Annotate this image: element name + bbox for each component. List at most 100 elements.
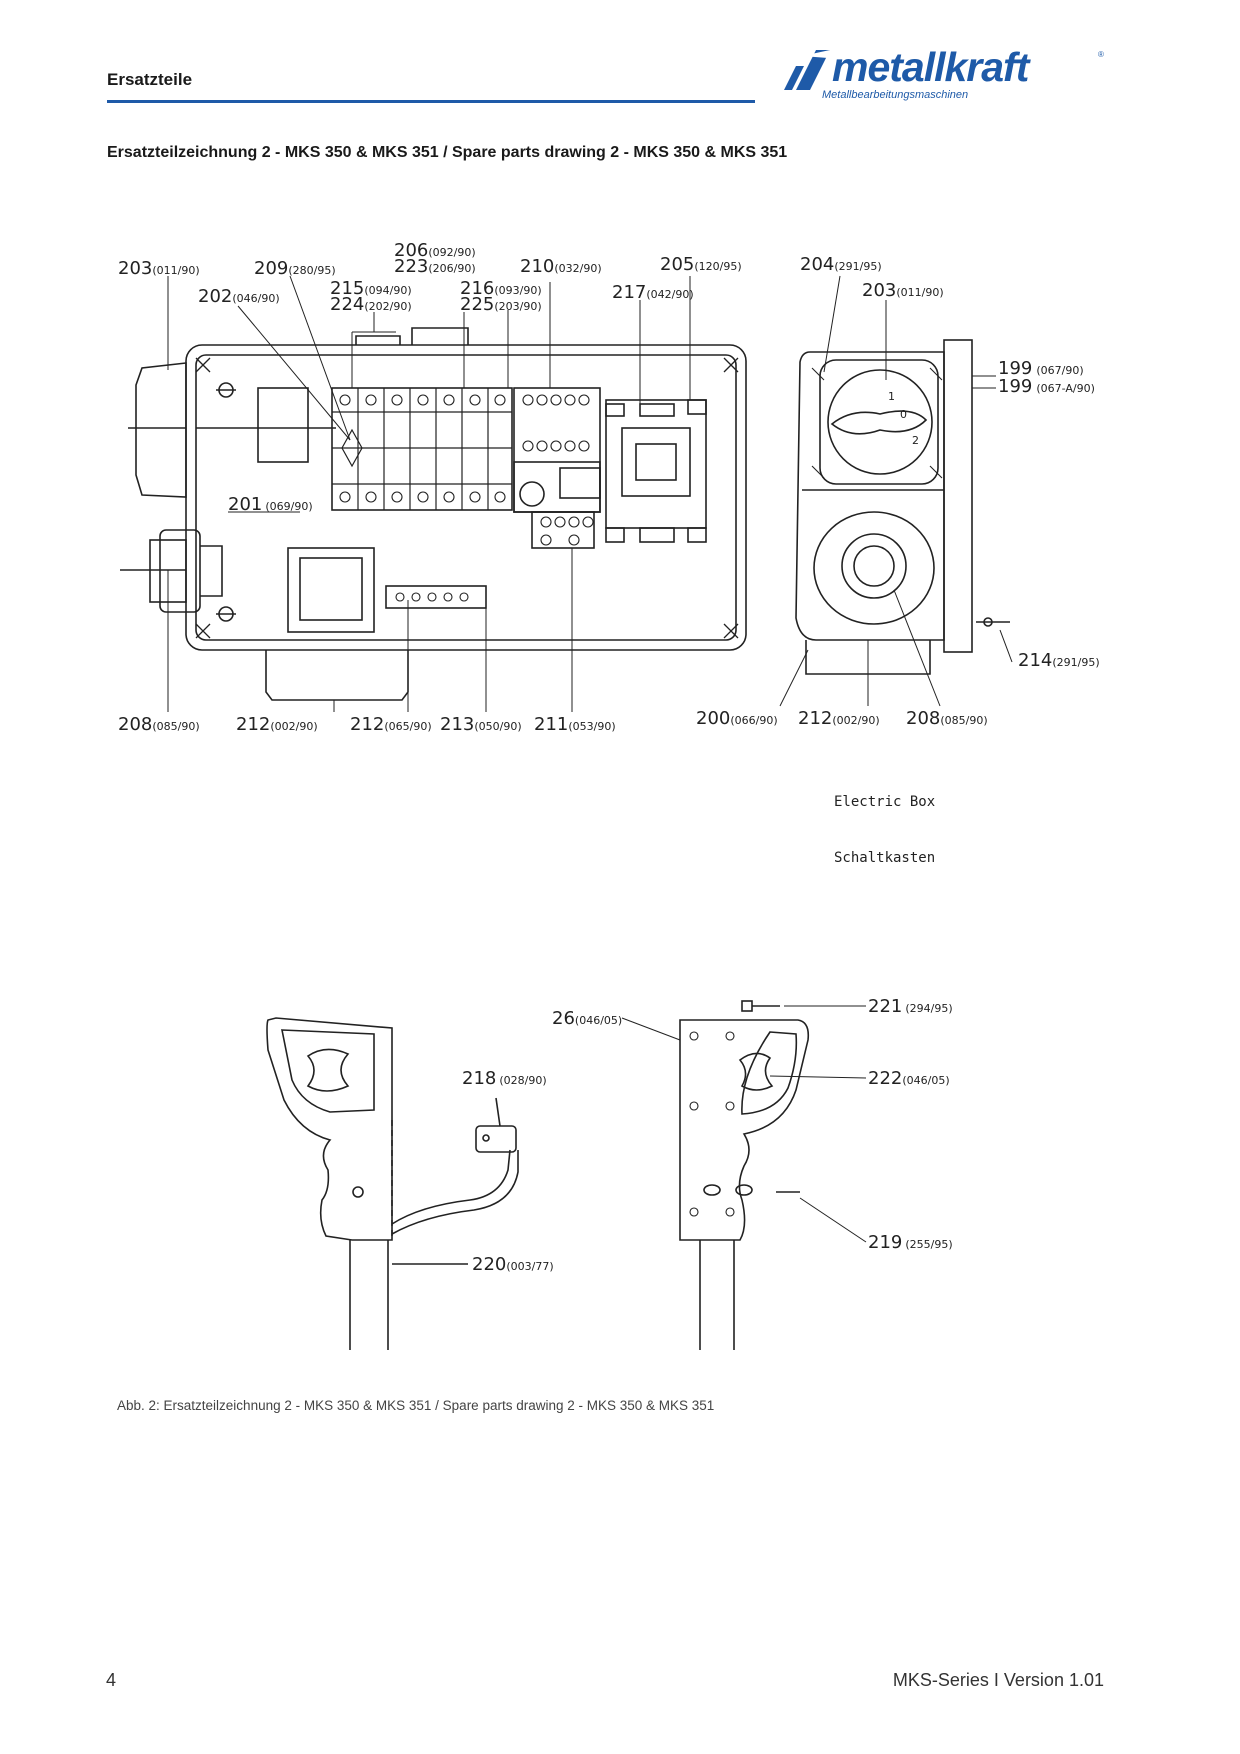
label-26-num: 26 [552, 1008, 575, 1029]
svg-text:221(294/95): 221(294/95) [868, 996, 953, 1017]
label-225-code: (203/90) [494, 300, 541, 313]
label-212a-code: (002/90) [270, 720, 317, 733]
label-199a-num: 199 [998, 358, 1032, 379]
svg-text:203(011/90): 203(011/90) [118, 258, 200, 279]
label-209-code: (280/95) [288, 264, 335, 277]
label-215-num: 215 [330, 278, 364, 299]
svg-text:208(085/90): 208(085/90) [118, 714, 200, 735]
label-212b-code: (065/90) [384, 720, 431, 733]
svg-text:26(046/05): 26(046/05) [552, 1008, 622, 1029]
label-208b-code: (085/90) [940, 714, 987, 727]
label-205-code: (120/95) [694, 260, 741, 273]
label-213-code: (050/90) [474, 720, 521, 733]
svg-text:223(206/90): 223(206/90) [394, 256, 476, 277]
svg-text:205(120/95): 205(120/95) [660, 254, 742, 275]
label-202-code: (046/90) [232, 292, 279, 305]
svg-text:211(053/90): 211(053/90) [534, 714, 616, 735]
svg-text:219(255/95): 219(255/95) [868, 1232, 953, 1253]
electric-box-title-de: Schaltkasten [834, 850, 935, 866]
header-rule [107, 100, 755, 103]
svg-text:217(042/90): 217(042/90) [612, 282, 694, 303]
label-223-code: (206/90) [428, 262, 475, 275]
label-210-code: (032/90) [554, 262, 601, 275]
footer-version: MKS-Series I Version 1.01 [892, 1670, 1104, 1690]
label-203a-code: (011/90) [152, 264, 199, 277]
electric-box-front [120, 327, 747, 701]
svg-text:206(092/90): 206(092/90) [394, 240, 476, 261]
handle-leaders [621, 1005, 867, 1243]
label-222-num: 222 [868, 1068, 902, 1089]
label-26-code: (046/05) [575, 1014, 622, 1027]
footer-page-number: 4 [106, 1670, 117, 1690]
label-212a-num: 212 [236, 714, 270, 735]
label-217-num: 217 [612, 282, 646, 303]
label-208b-num: 208 [906, 708, 940, 729]
label-211-num: 211 [534, 714, 568, 735]
label-218-code: (028/90) [499, 1074, 546, 1087]
label-224-num: 224 [330, 294, 364, 315]
svg-text:212(065/90): 212(065/90) [350, 714, 432, 735]
label-220-num: 220 [472, 1254, 506, 1275]
electric-box-side [795, 339, 1010, 675]
label-203b-code: (011/90) [896, 286, 943, 299]
svg-text:222(046/05): 222(046/05) [868, 1068, 950, 1089]
label-221-code: (294/95) [905, 1002, 952, 1015]
label-208a-num: 208 [118, 714, 152, 735]
label-224-code: (202/90) [364, 300, 411, 313]
svg-text:200(066/90): 200(066/90) [696, 708, 778, 729]
label-204-num: 204 [800, 254, 834, 275]
label-199b-code: (067-A/90) [1036, 382, 1095, 395]
label-201-num: 201 [228, 494, 262, 515]
label-203a-num: 203 [118, 258, 152, 279]
svg-text:215(094/90): 215(094/90) [330, 278, 412, 299]
svg-text:216(093/90): 216(093/90) [460, 278, 542, 299]
svg-text:201(069/90): 201(069/90) [228, 494, 313, 515]
handle-right-view [679, 1000, 810, 1350]
label-219-num: 219 [868, 1232, 902, 1253]
label-199b-num: 199 [998, 376, 1032, 397]
label-223-num: 223 [394, 256, 428, 277]
label-219-code: (255/95) [905, 1238, 952, 1251]
section-heading: Ersatzteilzeichnung 2 - MKS 350 & MKS 35… [107, 144, 788, 161]
brand-logo: metallkraft ® Metallbearbeitungsmaschine… [782, 44, 1112, 106]
label-216-num: 216 [460, 278, 494, 299]
svg-text:210(032/90): 210(032/90) [520, 256, 602, 277]
label-213-num: 213 [440, 714, 474, 735]
label-209-num: 209 [254, 258, 288, 279]
svg-text:202(046/90): 202(046/90) [198, 286, 280, 307]
label-203b-num: 203 [862, 280, 896, 301]
svg-text:220(003/77): 220(003/77) [472, 1254, 554, 1275]
label-214-code: (291/95) [1052, 656, 1099, 669]
svg-text:224(202/90): 224(202/90) [330, 294, 412, 315]
switch-mark-one: 1 [888, 390, 895, 403]
svg-text:203(011/90): 203(011/90) [862, 280, 944, 301]
label-212c-code: (002/90) [832, 714, 879, 727]
label-202-num: 202 [198, 286, 232, 307]
label-212c-num: 212 [798, 708, 832, 729]
label-215-code: (094/90) [364, 284, 411, 297]
label-208a-code: (085/90) [152, 720, 199, 733]
svg-text:212(002/90): 212(002/90) [236, 714, 318, 735]
svg-text:209(280/95): 209(280/95) [254, 258, 336, 279]
svg-text:212(002/90): 212(002/90) [798, 708, 880, 729]
label-200-num: 200 [696, 708, 730, 729]
logo-mark-icon [784, 50, 830, 90]
svg-text:199(067-A/90): 199 (067-A/90) [998, 376, 1095, 397]
logo-registered-mark: ® [1098, 50, 1104, 59]
label-206-code: (092/90) [428, 246, 475, 259]
svg-text:218(028/90): 218(028/90) [462, 1068, 547, 1089]
electric-box-leaders [167, 275, 1013, 712]
label-211-code: (053/90) [568, 720, 615, 733]
svg-text:208(085/90): 208(085/90) [906, 708, 988, 729]
svg-text:213(050/90): 213(050/90) [440, 714, 522, 735]
figure-caption: Abb. 2: Ersatzteilzeichnung 2 - MKS 350 … [117, 1398, 715, 1413]
logo-subtitle: Metallbearbeitungsmaschinen [822, 89, 969, 101]
label-225-num: 225 [460, 294, 494, 315]
label-201-code: (069/90) [265, 500, 312, 513]
label-222-code: (046/05) [902, 1074, 949, 1087]
label-212b-num: 212 [350, 714, 384, 735]
label-221-num: 221 [868, 996, 902, 1017]
logo-wordmark: metallkraft [832, 44, 1029, 90]
switch-mark-two: 2 [912, 434, 919, 447]
